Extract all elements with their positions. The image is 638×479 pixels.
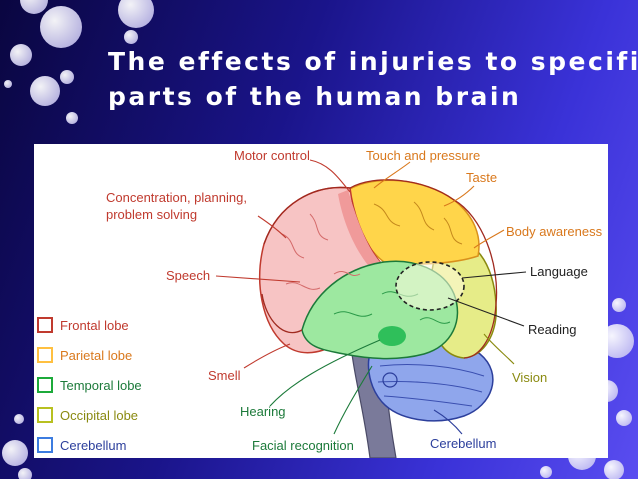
- bubble-decoration: [118, 0, 154, 28]
- bubble-decoration: [20, 0, 48, 14]
- hearing-area: [378, 326, 406, 346]
- label-concentration-1: Concentration, planning,: [106, 190, 247, 205]
- bubble-decoration: [66, 112, 78, 124]
- label-language: Language: [530, 264, 588, 279]
- bubble-decoration: [60, 70, 74, 84]
- cerebellum-leader: [433, 409, 463, 435]
- smell-leader: [243, 343, 291, 369]
- label-concentration-2: problem solving: [106, 207, 197, 222]
- reading-leader: [447, 297, 525, 327]
- legend-label-cerebellum: Cerebellum: [60, 438, 126, 453]
- brain-outline: [261, 179, 498, 359]
- slide-title: The effects of injuries to specific part…: [108, 44, 638, 114]
- bubble-decoration: [4, 80, 12, 88]
- label-cerebellum: Cerebellum: [430, 436, 496, 451]
- bubble-decoration: [40, 6, 82, 48]
- bubble-decoration: [616, 410, 632, 426]
- taste-leader: [443, 185, 475, 207]
- legend-swatch-parietal: [37, 347, 53, 363]
- label-reading: Reading: [528, 322, 576, 337]
- label-touch-pressure: Touch and pressure: [366, 148, 480, 163]
- label-taste: Taste: [466, 170, 497, 185]
- bubble-decoration: [10, 44, 32, 66]
- legend-swatch-temporal: [37, 377, 53, 393]
- label-body-awareness: Body awareness: [506, 224, 603, 239]
- title-line-1: The effects of injuries to specific: [108, 47, 638, 76]
- brain-diagram: Motor control Touch and pressure Taste C…: [37, 148, 603, 458]
- legend-label-occipital: Occipital lobe: [60, 408, 138, 423]
- language-leader: [461, 271, 527, 279]
- bubble-decoration: [604, 460, 624, 479]
- bubble-decoration: [2, 440, 28, 466]
- legend-swatch-occipital: [37, 407, 53, 423]
- label-facial-recognition: Facial recognition: [252, 438, 354, 453]
- legend-label-frontal: Frontal lobe: [60, 318, 129, 333]
- concentration-leader: [257, 215, 287, 239]
- bubble-decoration: [30, 76, 60, 106]
- bubble-decoration: [540, 466, 552, 478]
- label-hearing: Hearing: [240, 404, 286, 419]
- language-area: [395, 261, 465, 311]
- motor-control-leader: [309, 159, 351, 193]
- bubble-decoration: [14, 414, 24, 424]
- legend: Frontal lobe Parietal lobe Temporal lobe…: [37, 317, 142, 453]
- label-smell: Smell: [208, 368, 241, 383]
- legend-label-parietal: Parietal lobe: [60, 348, 132, 363]
- label-speech: Speech: [166, 268, 210, 283]
- cerebellum-folds: [377, 363, 485, 407]
- frontal-gyri: [281, 213, 361, 290]
- legend-swatch-cerebellum: [37, 437, 53, 453]
- parietal-gyri: [373, 201, 463, 245]
- cerebellum-marker: [382, 372, 398, 388]
- bubble-decoration: [124, 30, 138, 44]
- brain-diagram-panel: Motor control Touch and pressure Taste C…: [34, 144, 608, 458]
- legend-swatch-frontal: [37, 317, 53, 333]
- speech-leader: [215, 275, 301, 283]
- touch-pressure-leader: [373, 161, 411, 189]
- label-vision: Vision: [512, 370, 547, 385]
- vision-leader: [483, 333, 515, 365]
- label-motor-control: Motor control: [234, 148, 310, 163]
- title-line-2: parts of the human brain: [108, 82, 522, 111]
- motor-strip-region: [338, 190, 380, 270]
- bubble-decoration: [18, 468, 32, 479]
- body-awareness-leader: [473, 229, 505, 249]
- legend-label-temporal: Temporal lobe: [60, 378, 142, 393]
- facial-recognition-leader: [333, 365, 373, 435]
- bubble-decoration: [612, 298, 626, 312]
- hearing-leader: [269, 339, 381, 407]
